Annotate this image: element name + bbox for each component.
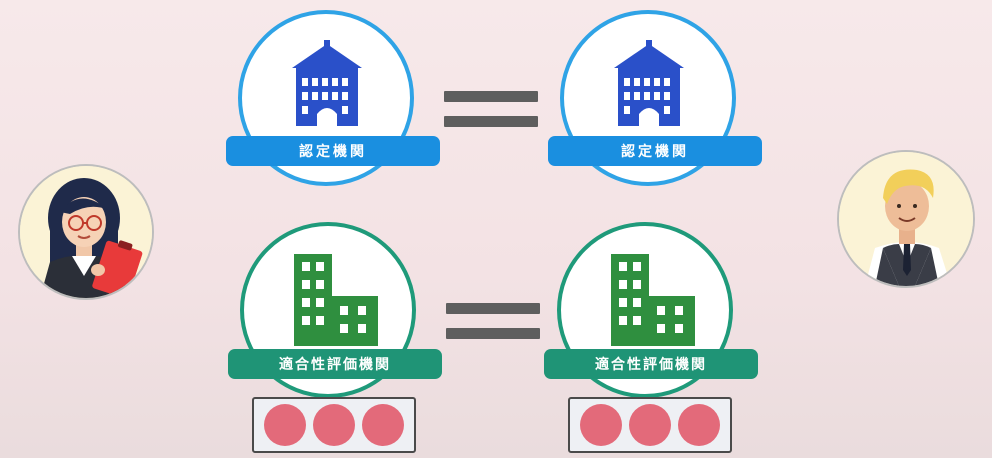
red-dot (579, 404, 622, 446)
equals-sign-top-upper-bar (444, 91, 538, 102)
man-avatar-icon (839, 152, 973, 286)
office-building-icon (292, 250, 382, 346)
woman-with-clipboard-avatar (18, 164, 154, 300)
red-dot (263, 404, 306, 446)
conformity-assessment-body-label-right: 適合性評価機関 (544, 349, 758, 379)
equals-sign-top-lower-bar (444, 116, 538, 127)
accreditation-body-label-right: 認定機関 (548, 136, 762, 166)
man-in-vest-avatar (837, 150, 975, 288)
woman-avatar-icon (20, 166, 152, 298)
placeholder-dots-right (568, 397, 732, 453)
equals-sign-bottom-upper-bar (446, 303, 540, 314)
accreditation-body-label-left: 認定機関 (226, 136, 440, 166)
office-building-icon (609, 250, 699, 346)
equals-sign-bottom-lower-bar (446, 328, 540, 339)
school-building-icon (610, 40, 688, 128)
red-dot (678, 404, 721, 446)
red-dot (362, 404, 405, 446)
placeholder-dots-left (252, 397, 416, 453)
school-building-icon (288, 40, 366, 128)
conformity-assessment-body-label-left: 適合性評価機関 (228, 349, 442, 379)
red-dot (312, 404, 355, 446)
red-dot (628, 404, 671, 446)
